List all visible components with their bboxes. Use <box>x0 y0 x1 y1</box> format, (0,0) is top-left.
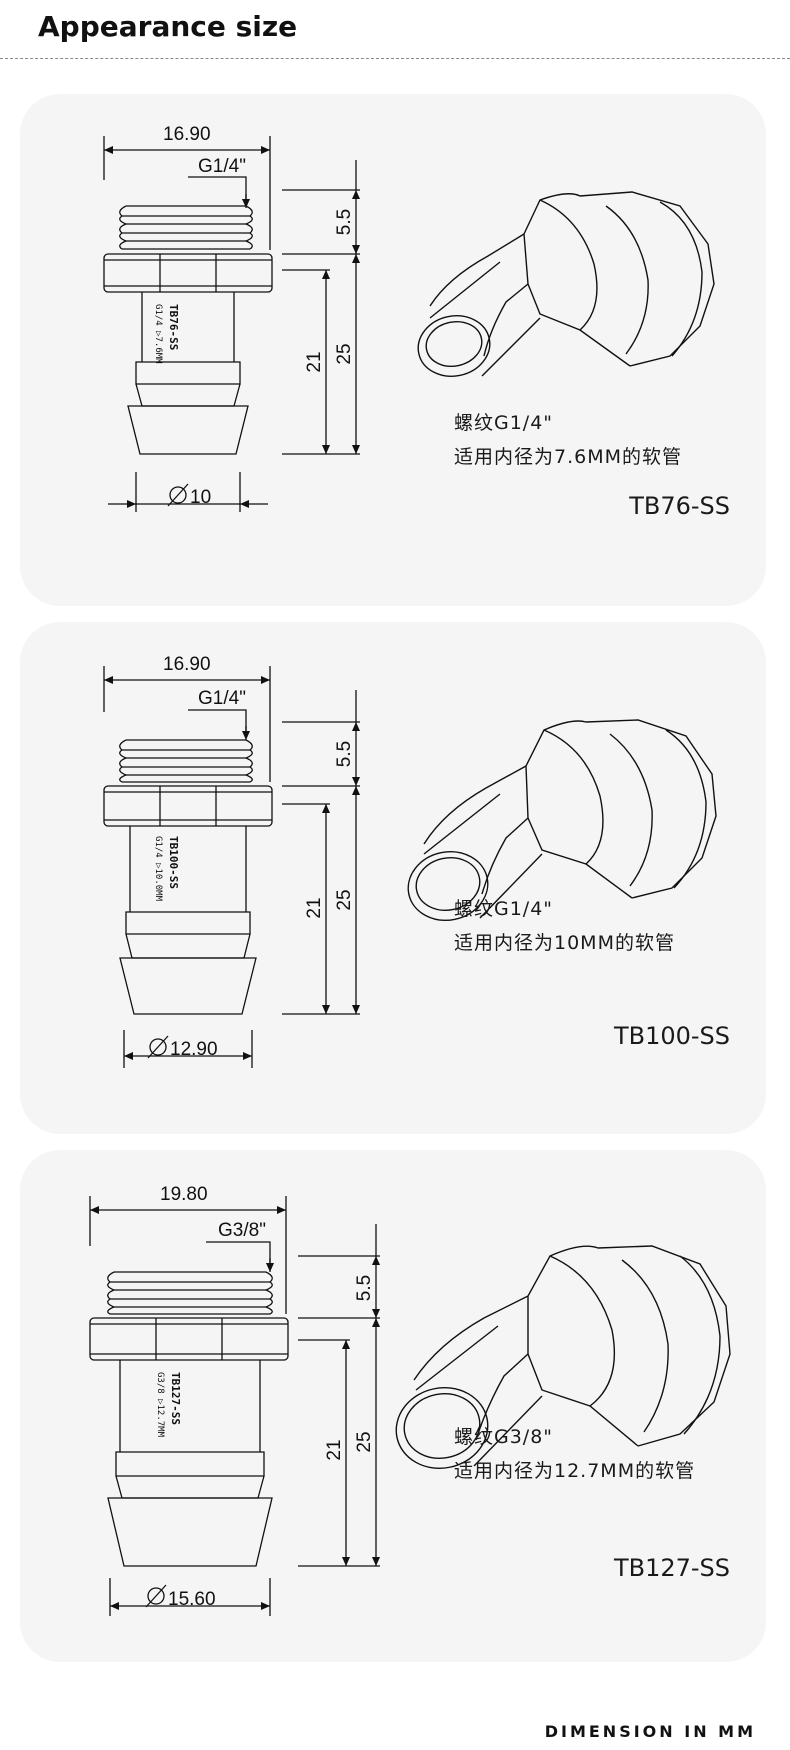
units-note: DIMENSION IN MM <box>544 1722 756 1741</box>
dim-total-label: 25 <box>354 1431 375 1452</box>
body-engraving-spec: G3/8 ▷12.7MM <box>155 1372 165 1438</box>
product-card-tb127: 19.80 G3/8" 5.5 25 21 15.60 TB127-SS G3/… <box>20 1150 766 1662</box>
dim-barb-label: 21 <box>324 1439 345 1460</box>
dim-diameter-label: 15.60 <box>168 1589 216 1610</box>
dim-diameter-label: 10 <box>190 487 211 508</box>
body-engraving: TB127-SS <box>169 1372 182 1425</box>
body-engraving: TB76-SS <box>167 304 180 350</box>
spec-hose: 适用内径为7.6MM的软管 <box>454 446 683 468</box>
spec-hose: 适用内径为10MM的软管 <box>454 932 675 954</box>
product-card-tb100: 16.90 G1/4" 5.5 25 21 12.90 TB100-SS G1/… <box>20 622 766 1134</box>
dimension-drawing-tb76: 16.90 G1/4" 5.5 25 21 10 TB76-SS G1/4 ▷7… <box>103 124 715 512</box>
body-engraving-spec: G1/4 ▷10.0MM <box>153 836 163 902</box>
fitting-perspective-icon <box>417 191 715 377</box>
product-card-tb76: 16.90 G1/4" 5.5 25 21 10 TB76-SS G1/4 ▷7… <box>20 94 766 606</box>
fitting-perspective-icon <box>395 1245 731 1469</box>
spec-thread: 螺纹G3/8" <box>454 1426 554 1448</box>
dim-width-label: 16.90 <box>163 654 211 675</box>
fitting-perspective-icon <box>407 719 717 921</box>
spec-hose: 适用内径为12.7MM的软管 <box>454 1460 696 1482</box>
dim-total-label: 25 <box>334 889 355 910</box>
dim-width-label: 16.90 <box>163 124 211 145</box>
page-header: Appearance size <box>0 0 790 60</box>
dim-head-label: 5.5 <box>354 1275 375 1301</box>
model-name: TB76-SS <box>629 492 730 520</box>
dim-width-label: 19.80 <box>160 1184 208 1205</box>
dimension-drawing-tb100: 16.90 G1/4" 5.5 25 21 12.90 TB100-SS G1/… <box>103 654 717 1068</box>
page-title: Appearance size <box>38 10 298 43</box>
model-name: TB127-SS <box>613 1554 730 1582</box>
dim-diameter-label: 12.90 <box>170 1039 218 1060</box>
spec-thread: 螺纹G1/4" <box>454 412 554 434</box>
dim-head-label: 5.5 <box>334 741 355 767</box>
dim-barb-label: 21 <box>304 897 325 918</box>
header-divider <box>0 58 790 59</box>
dim-total-label: 25 <box>334 343 355 364</box>
dim-thread-label: G1/4" <box>198 688 246 709</box>
body-engraving-spec: G1/4 ▷7.6MM <box>153 304 163 364</box>
dim-head-label: 5.5 <box>334 209 355 235</box>
dim-thread-label: G1/4" <box>198 156 246 177</box>
dim-barb-label: 21 <box>304 351 325 372</box>
body-engraving: TB100-SS <box>167 836 180 889</box>
spec-thread: 螺纹G1/4" <box>454 898 554 920</box>
dimension-drawing-tb127: 19.80 G3/8" 5.5 25 21 15.60 TB127-SS G3/… <box>89 1184 731 1616</box>
model-name: TB100-SS <box>613 1022 730 1050</box>
dim-thread-label: G3/8" <box>218 1220 266 1241</box>
